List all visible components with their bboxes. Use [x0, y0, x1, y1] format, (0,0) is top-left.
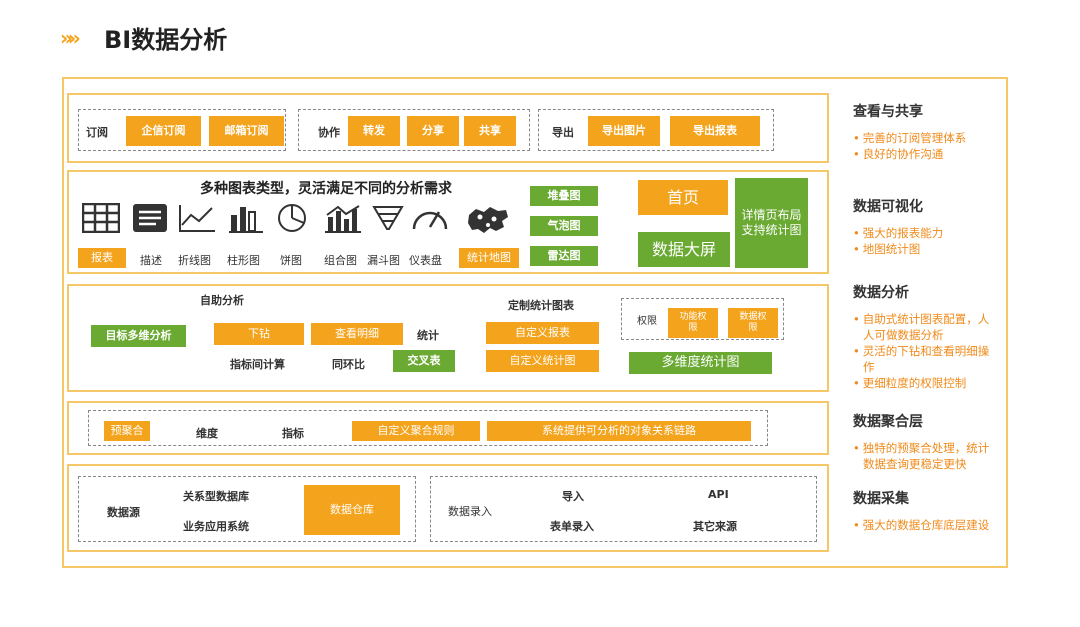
forward-button[interactable]: 转发	[348, 116, 400, 146]
chart-type-label-bar: 柱形图	[227, 254, 260, 267]
export-label: 导出	[552, 126, 574, 139]
permission-group	[621, 298, 784, 340]
chart-type-label-gauge: 仪表盘	[409, 254, 442, 267]
export-group	[538, 109, 774, 151]
collab-label: 协作	[318, 126, 340, 139]
subscribe-label: 订阅	[86, 126, 108, 139]
sidebar-item: •地图统计图	[853, 242, 921, 256]
sidebar-item: •完善的订阅管理体系	[853, 131, 967, 145]
sidebar-view-share: 查看与共享 •完善的订阅管理体系 •良好的协作沟通	[853, 101, 1003, 162]
page-title: BI数据分析	[104, 26, 228, 54]
drill-down-button[interactable]: 下钻	[214, 323, 304, 345]
visualization-heading: 多种图表类型，灵活满足不同的分析需求	[200, 181, 452, 197]
export-report-button[interactable]: 导出报表	[670, 116, 760, 146]
co-share-button[interactable]: 共享	[464, 116, 516, 146]
metric-label: 指标	[282, 427, 304, 440]
yoy-label: 同环比	[332, 358, 365, 371]
sidebar-item: •灵活的下钻和查看明细操作	[853, 344, 990, 374]
data-source-label: 数据源	[107, 506, 140, 519]
dimension-label: 维度	[196, 427, 218, 440]
sidebar-item: •良好的协作沟通	[853, 147, 944, 161]
multidim-chart-button[interactable]: 多维度统计图	[629, 352, 772, 374]
big-screen-button[interactable]: 数据大屏	[638, 232, 730, 267]
custom-report-button[interactable]: 自定义报表	[486, 322, 599, 344]
stacked-chart-button[interactable]: 堆叠图	[530, 186, 598, 206]
chart-type-label-combo: 组合图	[324, 254, 357, 267]
radar-chart-button[interactable]: 雷达图	[530, 246, 598, 266]
custom-chart-title: 定制统计图表	[508, 299, 574, 312]
chart-type-label-map[interactable]: 统计地图	[459, 248, 519, 268]
chart-type-label-funnel: 漏斗图	[367, 254, 400, 267]
architecture-frame	[62, 77, 1008, 568]
detail-layout-button[interactable]: 详情页布局支持统计图	[735, 178, 808, 268]
import-label: 导入	[562, 490, 584, 503]
aggregation-group	[88, 410, 768, 446]
data-permission-button[interactable]: 数据权限	[728, 308, 778, 338]
list-icon	[132, 203, 168, 237]
bubble-chart-button[interactable]: 气泡图	[530, 216, 598, 236]
sidebar-item: •自助式统计图表配置，人人可做数据分析	[853, 312, 990, 342]
bar-chart-icon	[228, 203, 264, 237]
email-subscribe-button[interactable]: 邮箱订阅	[209, 116, 284, 146]
view-detail-button[interactable]: 查看明细	[311, 323, 403, 345]
line-chart-icon	[178, 203, 216, 237]
enterprise-subscribe-button[interactable]: 企信订阅	[126, 116, 201, 146]
metric-calc-label: 指标间计算	[230, 358, 285, 371]
chart-type-label-table[interactable]: 报表	[78, 248, 126, 268]
collab-group	[298, 109, 530, 151]
data-entry-label: 数据录入	[448, 505, 492, 518]
home-page-button[interactable]: 首页	[638, 180, 728, 215]
title-arrows-icon: »»	[60, 26, 81, 50]
share-button[interactable]: 分享	[407, 116, 459, 146]
combo-chart-icon	[324, 203, 362, 237]
sidebar-item: •独特的预聚合处理，统计数据查询更稳定更快	[853, 441, 990, 471]
sidebar-visualization: 数据可视化 •强大的报表能力 •地图统计图	[853, 196, 1003, 257]
sidebar-title: 数据聚合层	[853, 414, 923, 430]
data-source-group	[78, 476, 416, 542]
self-analysis-title: 自助分析	[200, 294, 244, 307]
target-multidim-button[interactable]: 目标多维分析	[91, 325, 186, 347]
sidebar-aggregation: 数据聚合层 •独特的预聚合处理，统计数据查询更稳定更快	[853, 411, 998, 472]
sidebar-collection: 数据采集 •强大的数据仓库底层建设	[853, 488, 998, 533]
business-system-label: 业务应用系统	[183, 520, 249, 533]
cross-table-button[interactable]: 交叉表	[393, 350, 455, 372]
sidebar-title: 数据可视化	[853, 199, 923, 215]
gauge-icon	[410, 203, 450, 237]
sidebar-item: •强大的数据仓库底层建设	[853, 518, 990, 532]
export-image-button[interactable]: 导出图片	[588, 116, 660, 146]
table-icon	[81, 202, 121, 237]
data-warehouse-button[interactable]: 数据仓库	[304, 485, 400, 535]
chart-type-label-line: 折线图	[178, 254, 211, 267]
system-chain-button[interactable]: 系统提供可分析的对象关系链路	[487, 421, 751, 441]
sidebar-analysis: 数据分析 •自助式统计图表配置，人人可做数据分析 •灵活的下钻和查看明细操作 •…	[853, 282, 998, 391]
sidebar-item: •更细粒度的权限控制	[853, 376, 967, 390]
row-data-collection	[67, 464, 829, 552]
data-entry-group	[430, 476, 817, 542]
funnel-icon	[372, 203, 404, 237]
custom-stat-chart-button[interactable]: 自定义统计图	[486, 350, 599, 372]
sidebar-title: 查看与共享	[853, 104, 923, 120]
stat-label: 统计	[417, 329, 439, 342]
pre-aggregation-button[interactable]: 预聚合	[104, 421, 150, 441]
sidebar-title: 数据采集	[853, 491, 909, 507]
pie-chart-icon	[276, 203, 308, 237]
map-icon	[466, 205, 510, 239]
custom-agg-rule-button[interactable]: 自定义聚合规则	[352, 421, 480, 441]
form-entry-label: 表单录入	[550, 520, 594, 533]
subscribe-group	[78, 109, 286, 151]
sidebar-item: •强大的报表能力	[853, 226, 944, 240]
permission-label: 权限	[637, 316, 657, 327]
relational-db-label: 关系型数据库	[183, 490, 249, 503]
row-data-analysis	[67, 284, 829, 392]
api-label: API	[708, 488, 729, 501]
function-permission-button[interactable]: 功能权限	[668, 308, 718, 338]
sidebar-title: 数据分析	[853, 285, 909, 301]
other-source-label: 其它来源	[693, 520, 737, 533]
chart-type-label-desc: 描述	[140, 254, 162, 267]
chart-type-label-pie: 饼图	[280, 254, 302, 267]
